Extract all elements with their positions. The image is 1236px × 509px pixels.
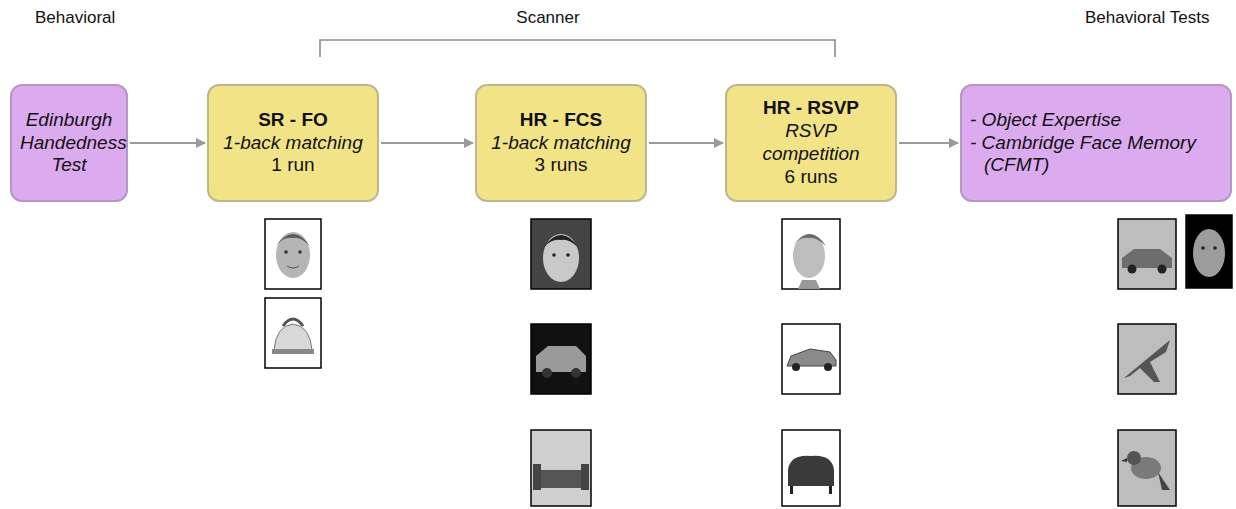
flow-arrow [899,142,958,144]
box-title: HR - RSVP [735,97,887,120]
face-thumbnail [265,219,321,289]
scanner-task-box: HR - RSVPRSVP competition6 runs [725,84,897,202]
section-label: Scanner [516,8,579,28]
plane-thumbnail [1118,324,1176,394]
section-label: Behavioral Tests [1085,8,1209,28]
flow-arrow [649,142,723,144]
scanner-task-box: HR - FCS1-back matching3 runs [475,84,647,202]
flow-arrow [130,142,205,144]
box-text: RSVP competition [735,120,887,166]
section-label: Behavioral [35,8,115,28]
face-thumbnail [531,219,591,289]
flow-arrow [381,142,473,144]
box-title: HR - FCS [485,109,637,132]
box-text: 3 runs [485,154,637,177]
car-thumbnail [782,324,840,394]
box-text: 1-back matching [217,132,369,155]
sofa-thumbnail [782,430,840,506]
face-thumbnail [782,219,840,289]
box-title: - Object Expertise [970,109,1222,132]
box-text: 1 run [217,154,369,177]
behavioral-box: Edinburgh Handedness Test [10,84,128,202]
scanner-bracket [320,40,835,57]
box-text: 1-back matching [485,132,637,155]
car-thumbnail [1118,219,1176,289]
bird-thumbnail [1118,430,1176,506]
box-title: SR - FO [217,109,369,132]
car-thumbnail [531,324,591,394]
sofa-thumbnail [531,430,591,506]
scanner-task-box: SR - FO1-back matching1 run [207,84,379,202]
face-thumbnail [1186,215,1232,288]
behavioral-box: - Object Expertise- Cambridge Face Memor… [960,84,1232,202]
box-text: - Cambridge Face Memory (CFMT) [970,132,1222,178]
kettle-thumbnail [265,298,321,368]
box-text: 6 runs [735,166,887,189]
box-title: Edinburgh Handedness Test [20,109,118,177]
